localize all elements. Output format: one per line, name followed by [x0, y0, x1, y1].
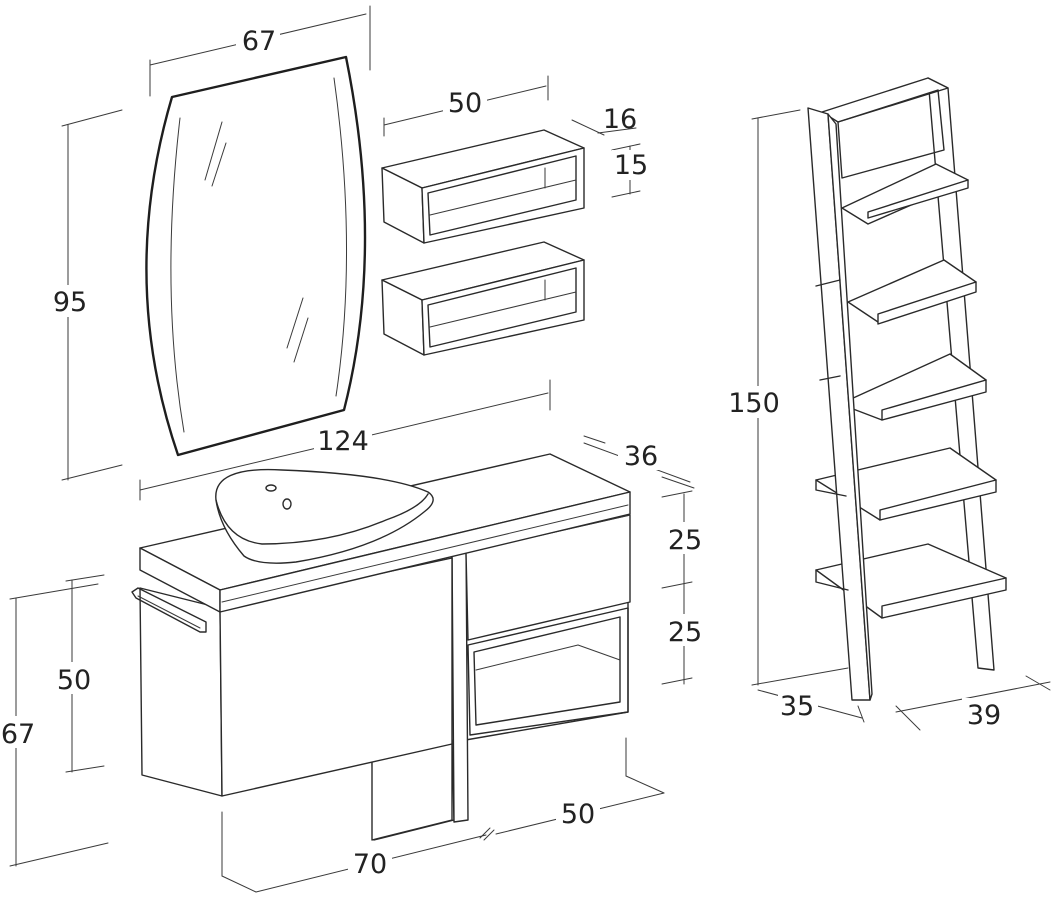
shelf-width-label: 50: [448, 88, 482, 119]
drawer-height-label: 25: [668, 525, 702, 556]
shelf-depth-dimension: 16: [571, 104, 637, 136]
ladder-height-label: 150: [728, 388, 780, 419]
top-depth-dimension: 36: [583, 435, 695, 489]
mirror: [145, 55, 367, 457]
side-width-dimension: 50: [495, 737, 665, 835]
ladder-depth-label: 35: [780, 691, 814, 722]
wall-shelf-upper: [381, 129, 585, 244]
shelf-height-dimension: 15: [611, 143, 652, 198]
shelf-depth-label: 16: [603, 104, 637, 135]
top-width-dimension: 124: [139, 379, 551, 501]
mirror-width-label: 67: [242, 26, 276, 57]
vanity-unit: [131, 453, 631, 841]
wall-shelf-lower: [381, 241, 585, 356]
ladder-width-dimension: 39: [895, 675, 1051, 731]
shelf-height-label: 15: [614, 150, 648, 181]
ladder-width-label: 39: [967, 700, 1001, 731]
total-height-label: 67: [1, 719, 35, 750]
mirror-width-dimension: 67: [149, 5, 371, 97]
vessel-sink: [215, 468, 434, 564]
cabinet-height-label: 50: [57, 665, 91, 696]
ladder-depth-dimension: 35: [757, 689, 865, 723]
ladder-shelf: [807, 77, 1007, 701]
mirror-height-label: 95: [53, 287, 87, 318]
side-width-label: 50: [561, 799, 595, 830]
base-width-dimension: 70: [221, 811, 495, 893]
total-height-dimension: 67: [0, 583, 109, 867]
mirror-height-dimension: 95: [48, 109, 123, 481]
drawer-height-dimension: 25 25: [661, 490, 706, 685]
shelf-width-dimension: 50: [383, 75, 549, 137]
open-shelf-height-label: 25: [668, 617, 702, 648]
cabinet-height-dimension: 50: [52, 574, 105, 773]
top-width-label: 124: [317, 426, 369, 457]
base-width-label: 70: [353, 849, 387, 880]
ladder-height-dimension: 150: [726, 109, 849, 686]
top-depth-label: 36: [624, 441, 658, 472]
